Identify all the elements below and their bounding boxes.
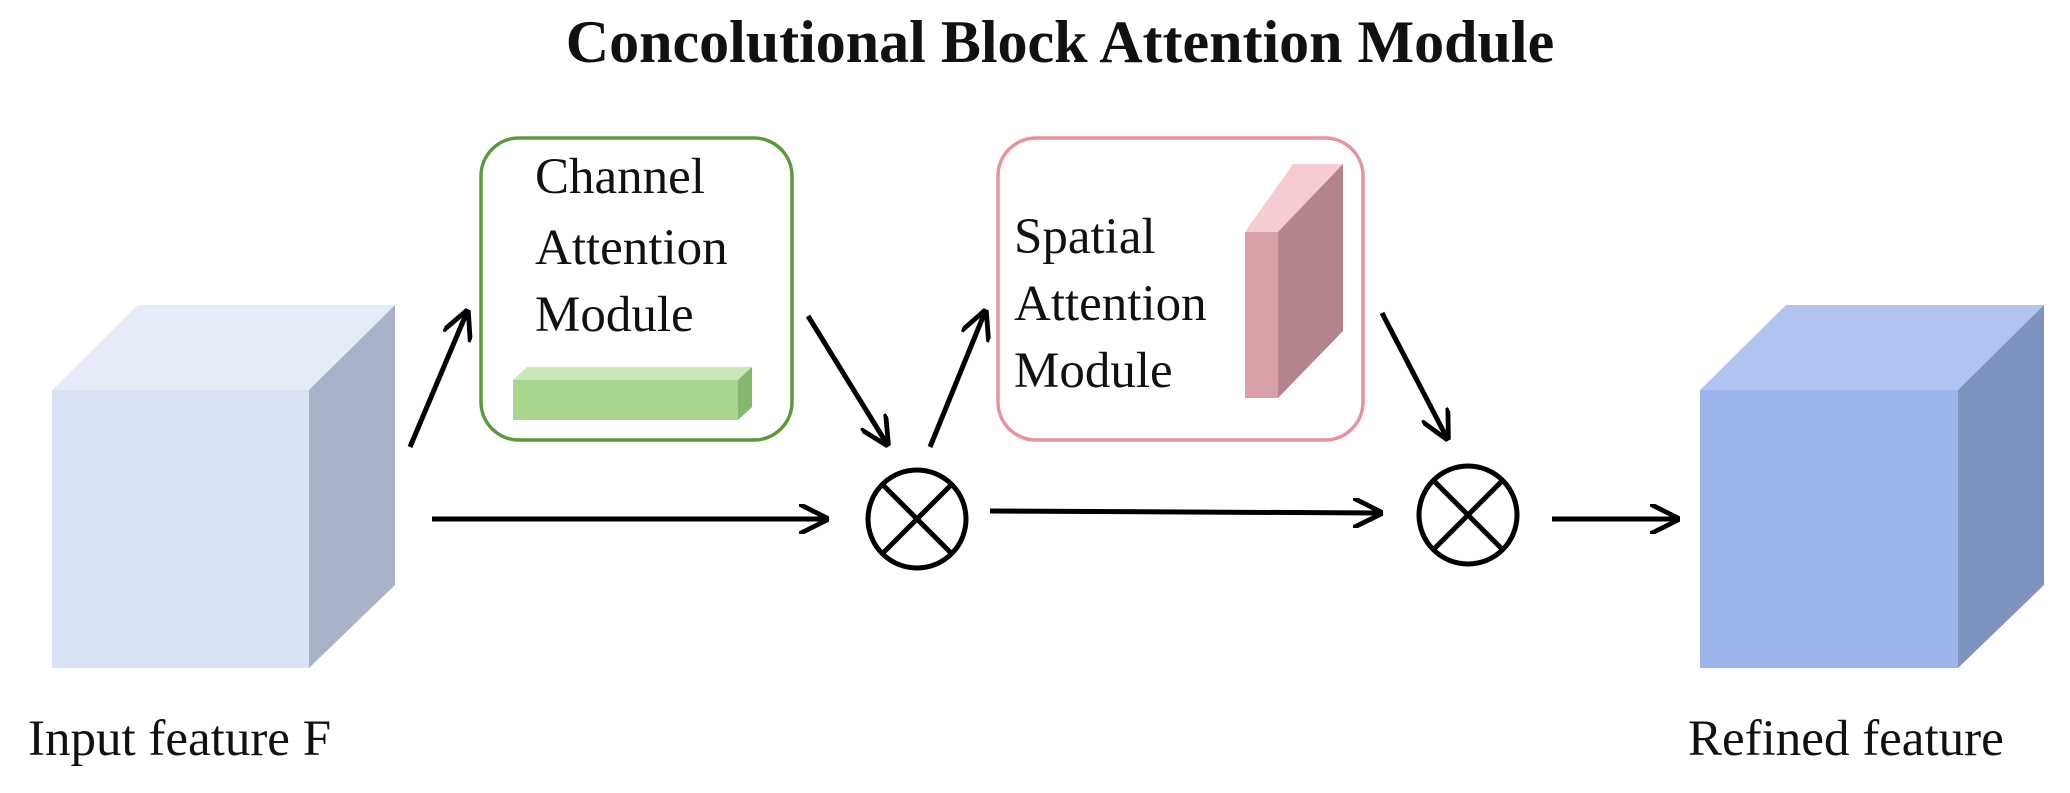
channel-attention-block — [513, 367, 752, 420]
channel-block-side — [738, 367, 752, 420]
refined-feature-cube — [1700, 305, 2044, 668]
channel-attention-module: Channel Attention Module — [479, 136, 794, 442]
arrow-input-to-channel — [407, 312, 467, 448]
spatial-block-side — [1278, 164, 1343, 398]
spatial-label-line-2: Attention — [1014, 276, 1207, 332]
arrow-spatial-to-multiply-2 — [1379, 311, 1447, 438]
spatial-block-front — [1245, 232, 1278, 398]
refined-cube-front — [1700, 390, 1958, 668]
spatial-label-line-3: Module — [1014, 343, 1173, 399]
channel-label-line-1: Channel — [535, 149, 705, 205]
input-feature-cube — [52, 305, 395, 668]
arrow-multiply-1-to-spatial — [927, 312, 985, 448]
spatial-attention-module: Spatial Attention Module — [996, 136, 1365, 442]
spatial-attention-block — [1245, 164, 1343, 398]
channel-module-border — [479, 136, 794, 442]
spatial-module-label: Spatial Attention Module — [1014, 209, 1219, 399]
channel-block-top — [513, 367, 752, 380]
refined-feature-label: Refined feature — [1688, 711, 2004, 767]
arrow-channel-to-multiply-1 — [805, 314, 887, 444]
input-cube-side — [309, 305, 395, 668]
diagram-title: Concolutional Block Attention Module — [566, 9, 1554, 75]
channel-label-line-3: Module — [535, 287, 694, 343]
spatial-block-top — [1245, 164, 1343, 232]
input-cube-front — [52, 390, 309, 668]
channel-block-front — [513, 380, 738, 420]
multiply-circle-icon — [865, 467, 969, 571]
refined-cube-top — [1700, 305, 2044, 390]
channel-module-label: Channel Attention Module — [535, 149, 740, 343]
multiply-circle-icon — [1416, 463, 1520, 567]
spatial-label-line-1: Spatial — [1014, 209, 1156, 265]
input-cube-top — [52, 305, 395, 390]
refined-cube-side — [1958, 305, 2044, 668]
channel-label-line-2: Attention — [535, 220, 728, 276]
input-feature-label: Input feature F — [28, 711, 331, 767]
arrow-multiply-1-to-multiply-2 — [989, 511, 1380, 513]
